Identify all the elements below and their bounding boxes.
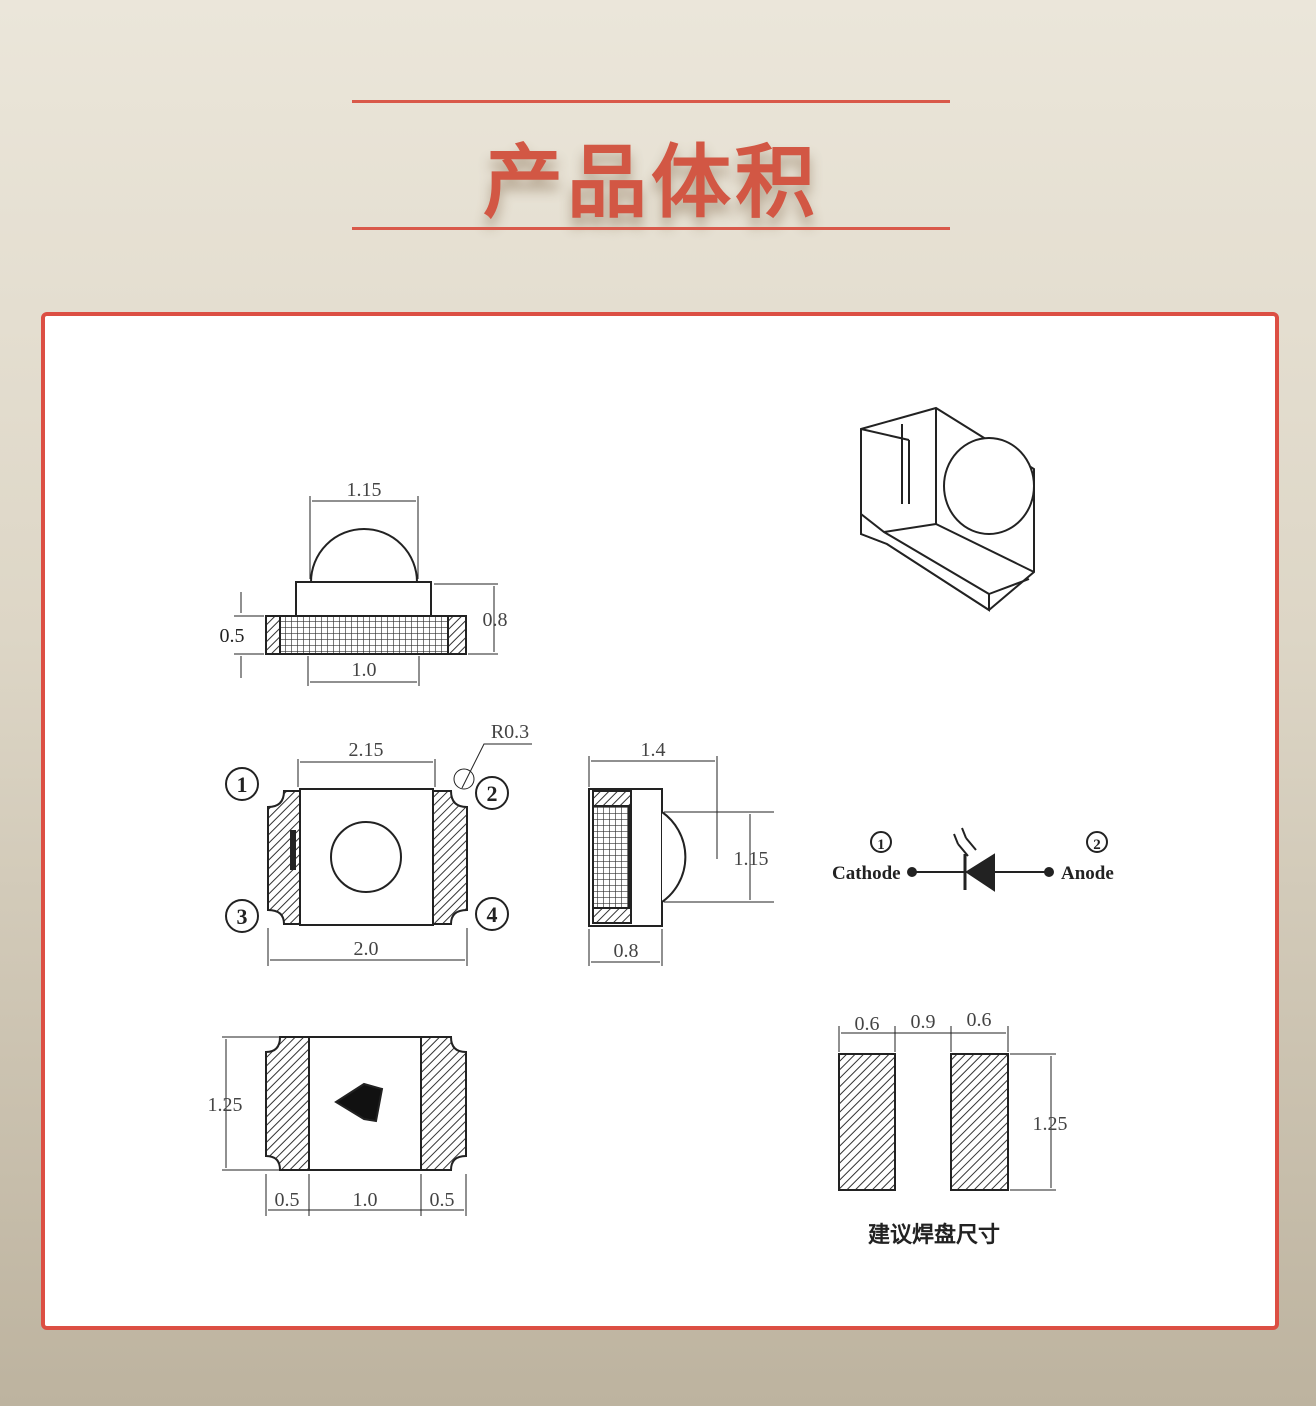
pin-1-label: 1 (237, 772, 248, 797)
bottom-left-pad (265, 1036, 310, 1171)
front-lens (330, 821, 402, 893)
front-left-terminal (267, 790, 301, 925)
dimension-drawing: 1.15 0.8 0.5 1.0 2.15 R0.3 2.0 (208, 406, 1114, 1247)
pad-caption: 建议焊盘尺寸 (868, 1222, 1000, 1247)
bottom-height-label: 1.25 (208, 1094, 243, 1116)
pad-gap-label: 0.9 (911, 1011, 936, 1033)
cathode-label: Cathode (832, 863, 901, 884)
pad-width-2-label: 0.6 (967, 1009, 992, 1031)
front-top-width-label: 2.15 (349, 739, 384, 761)
bottom-left-label: 0.5 (275, 1189, 300, 1211)
polarity-mark (334, 1082, 384, 1123)
pad-layout (838, 1026, 1056, 1191)
diode-symbol (870, 827, 1108, 892)
anode-label: Anode (1061, 863, 1114, 884)
pin-2-label: 2 (487, 781, 498, 806)
dimension-card: 1.15 0.8 0.5 1.0 2.15 R0.3 2.0 (41, 312, 1279, 1330)
iso-front-face (860, 429, 990, 612)
side-pad-label: 1.0 (352, 659, 377, 681)
front-bottom-width-label: 2.0 (354, 938, 379, 960)
side-height-label: 0.8 (483, 609, 508, 631)
side-base-height-label: 0.5 (220, 625, 245, 647)
pad-height-label: 1.25 (1033, 1113, 1068, 1135)
side-view (234, 496, 498, 686)
pin-3-label: 3 (237, 904, 248, 929)
schematic-pin-2: 2 (1093, 837, 1101, 853)
title-rule-top (352, 100, 950, 103)
front-radius-label: R0.3 (491, 721, 529, 743)
pad-left (838, 1053, 896, 1191)
front-right-terminal (432, 790, 468, 925)
pad-right (950, 1053, 1009, 1191)
side-top-width-label: 1.15 (347, 479, 382, 501)
pad-width-1-label: 0.6 (855, 1013, 880, 1035)
iso-lens (943, 437, 1035, 535)
profile-view (588, 756, 774, 966)
pin-markers (225, 767, 509, 933)
page-title: 产品体积 (483, 136, 819, 229)
profile-lens-label: 1.15 (734, 848, 769, 870)
profile-lens (661, 811, 687, 903)
diode-triangle (965, 853, 995, 892)
side-lens (310, 528, 418, 583)
title-rule-bottom (352, 227, 950, 230)
schematic-pin-1: 1 (877, 837, 885, 853)
front-view (267, 743, 532, 966)
profile-depth-label: 1.4 (641, 739, 666, 761)
bottom-center-label: 1.0 (353, 1189, 378, 1211)
bottom-right-pad (420, 1036, 467, 1171)
bottom-right-label: 0.5 (430, 1189, 455, 1211)
bottom-view (222, 1036, 467, 1216)
pin-4-label: 4 (487, 902, 498, 927)
isometric-view (860, 406, 1035, 612)
profile-body-label: 0.8 (614, 940, 639, 962)
